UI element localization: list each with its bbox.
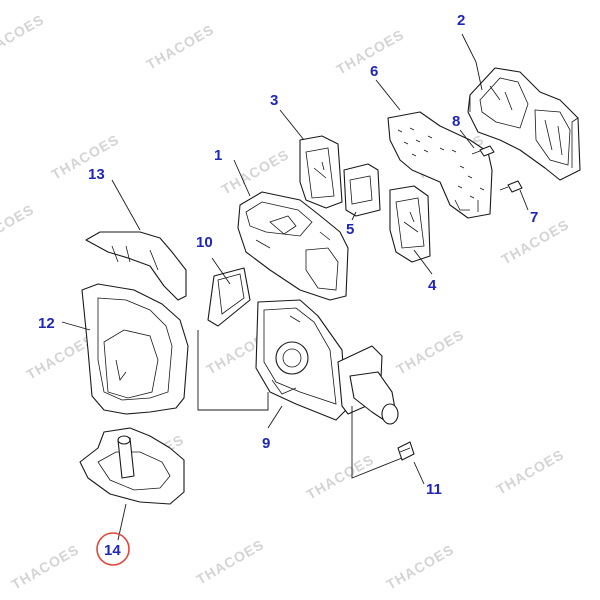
part-5-display-module	[343, 163, 381, 217]
callout-8: 8	[452, 113, 460, 130]
callout-5: 5	[346, 221, 354, 238]
callout-2: 2	[457, 12, 465, 29]
part-4-gauge	[389, 185, 431, 263]
callout-4: 4	[428, 277, 437, 294]
watermark: THACOES	[384, 541, 457, 593]
watermark: THACOES	[194, 536, 267, 588]
callout-14-highlight-ring	[96, 532, 130, 566]
callout-labels: 1 2 3 4 5 6 7 8 9 10 11 12 13 14	[38, 12, 538, 566]
part-10-panel-plate	[207, 267, 251, 327]
part-14-lower-shroud	[79, 427, 185, 505]
callout-6: 6	[370, 63, 378, 80]
callout-13: 13	[88, 166, 105, 183]
watermark: THACOES	[219, 146, 292, 198]
watermark: THACOES	[49, 131, 122, 183]
part-6-circuit-board	[387, 111, 493, 219]
callout-7: 7	[530, 209, 538, 226]
callout-1: 1	[214, 147, 222, 164]
callout-11: 11	[426, 481, 442, 498]
watermark: THACOES	[24, 331, 97, 383]
part-8-screw	[471, 145, 495, 157]
part-9-switch-assembly	[255, 299, 399, 425]
leader-lines	[61, 33, 529, 541]
part-2-rear-housing	[467, 67, 581, 181]
callout-10: 10	[196, 234, 213, 251]
part-7-screw	[499, 180, 523, 193]
part-1-panel-face	[237, 191, 349, 301]
watermark: THACOES	[144, 21, 217, 73]
callout-9: 9	[262, 435, 270, 452]
callout-3: 3	[270, 92, 278, 109]
watermark: THACOES	[9, 541, 82, 593]
callout-14: 14	[104, 542, 121, 559]
part-11-bolt	[397, 441, 415, 461]
watermark: THACOES	[394, 326, 467, 378]
watermark: THACOES	[304, 451, 377, 503]
watermark: THACOES	[494, 446, 567, 498]
watermark: THACOES	[0, 11, 47, 63]
part-3-gauge	[299, 135, 343, 209]
watermark: THACOES	[0, 201, 37, 253]
part-12-surround-bezel	[81, 283, 189, 415]
callout-12: 12	[38, 315, 55, 332]
part-13-upper-cover	[85, 231, 187, 301]
